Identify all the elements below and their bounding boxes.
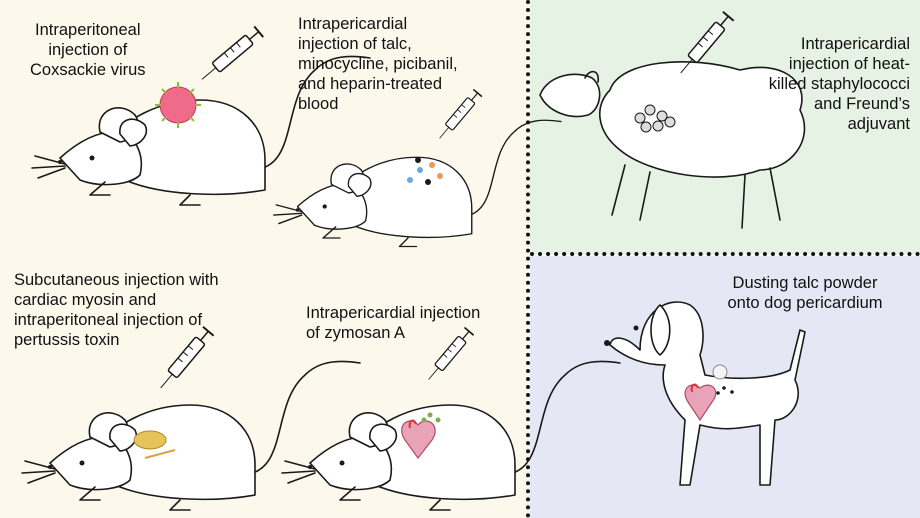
sheep-caption: Intrapericardial injection of heat- kill… — [768, 35, 910, 133]
coxsackie-caption: Intraperitoneal injection of Coxsackie v… — [30, 21, 146, 79]
virus-icon — [155, 82, 201, 128]
horizontal-divider — [530, 252, 920, 256]
dog-caption: Dusting talc powder onto dog pericardium — [727, 274, 883, 312]
dog-illustration — [604, 301, 806, 486]
mouse-3-illustration — [21, 325, 361, 511]
heart-icon — [401, 419, 436, 460]
mouse-2-illustration — [273, 88, 562, 248]
myosin-caption: Subcutaneous injection with cardiac myos… — [14, 271, 219, 349]
sheep-illustration — [539, 10, 806, 229]
vertical-divider — [526, 0, 530, 518]
particles-icon — [407, 157, 443, 185]
zymosan-caption: Intrapericardial injection of zymosan A — [306, 304, 481, 342]
heart-icon — [684, 383, 717, 422]
mouse-1-illustration — [31, 25, 371, 206]
mouse-4-illustration — [281, 326, 621, 511]
syringe-icon — [196, 25, 265, 86]
talc-mouse-caption: Intrapericardial injection of talc, mino… — [298, 15, 458, 113]
